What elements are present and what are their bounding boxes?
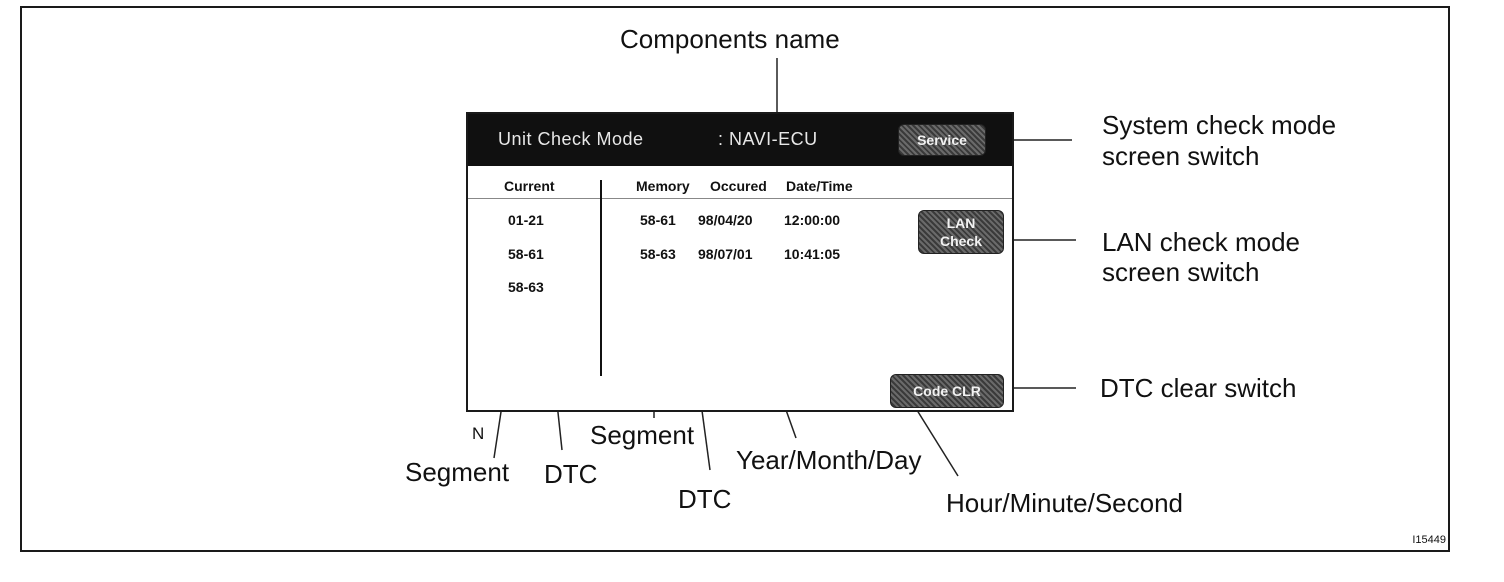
marker-n: N <box>472 424 485 443</box>
callout-segment-mid: Segment <box>590 420 695 450</box>
callout-hour-minute-second: Hour/Minute/Second <box>946 488 1184 518</box>
callout-lan-check-1: LAN check mode <box>1102 227 1300 257</box>
memory-date-2: 98/07/01 <box>698 246 753 262</box>
memory-code-2: 58-63 <box>640 246 676 262</box>
code-clr-button[interactable]: Code CLR <box>890 374 1004 408</box>
lan-check-label-1: LAN <box>946 215 976 231</box>
lan-check-button[interactable]: LAN Check <box>918 210 1004 254</box>
column-divider <box>600 180 602 376</box>
current-code-2: 58-61 <box>508 246 544 262</box>
callout-system-check-2: screen switch <box>1102 141 1260 171</box>
code-clr-label: Code CLR <box>913 383 981 399</box>
lan-check-label-2: Check <box>939 233 983 249</box>
header-rule <box>468 198 1012 199</box>
memory-code-1: 58-61 <box>640 212 676 228</box>
service-button-label: Service <box>917 132 967 148</box>
current-code-1: 01-21 <box>508 212 544 228</box>
current-code-3: 58-63 <box>508 279 544 295</box>
memory-time-2: 10:41:05 <box>784 246 841 262</box>
callout-dtc-mid: DTC <box>678 484 732 514</box>
callout-dtc-clear: DTC clear switch <box>1100 373 1297 403</box>
header-datetime: Date/Time <box>786 178 853 194</box>
screen-title: Unit Check Mode <box>498 129 644 149</box>
callout-dtc-left: DTC <box>544 459 598 489</box>
service-button[interactable]: Service <box>898 124 986 156</box>
memory-time-1: 12:00:00 <box>784 212 841 228</box>
unit-check-screen: Unit Check Mode : NAVI-ECU Service Curre… <box>466 112 1014 412</box>
callout-components-name: Components name <box>620 24 840 54</box>
header-memory: Memory <box>636 178 690 194</box>
screen-title-bar: Unit Check Mode : NAVI-ECU Service <box>468 114 1012 166</box>
callout-year-month-day: Year/Month/Day <box>736 445 922 475</box>
callout-lan-check-2: screen switch <box>1102 257 1260 287</box>
figure-code: I15449 <box>1412 534 1446 546</box>
callout-segment-left: Segment <box>405 457 510 487</box>
figure-frame <box>20 6 1450 552</box>
memory-date-1: 98/04/20 <box>698 212 753 228</box>
component-name-label: : NAVI-ECU <box>718 129 818 149</box>
callout-system-check-1: System check mode <box>1102 110 1337 140</box>
header-current: Current <box>504 178 555 194</box>
header-occured: Occured <box>710 178 767 194</box>
